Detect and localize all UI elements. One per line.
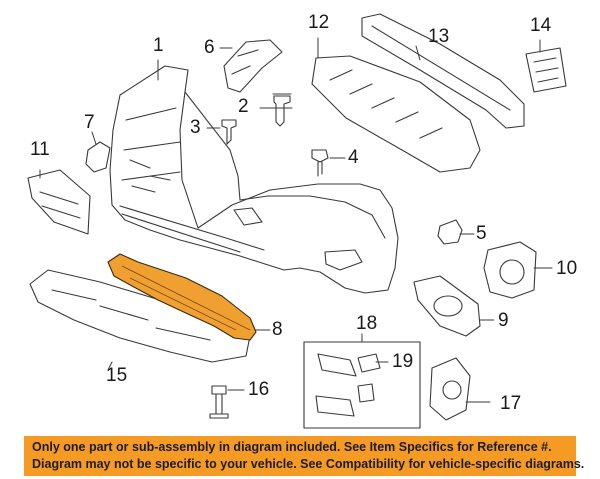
- callout-12: 12: [308, 12, 330, 33]
- bracket-part-5: [437, 219, 463, 245]
- reinforcement-part-13: [361, 13, 525, 129]
- group-box-part-18: [303, 341, 421, 429]
- bumper-cover-part: [109, 65, 399, 294]
- callout-9: 9: [498, 310, 509, 331]
- callout-18: 18: [356, 313, 378, 334]
- clip-part-2: [272, 93, 292, 127]
- bolt-part-16: [209, 385, 229, 419]
- pin-part-3: [221, 119, 237, 145]
- license-bracket-part-11: [27, 169, 91, 235]
- callout-2: 2: [238, 96, 249, 117]
- callout-6: 6: [204, 37, 215, 58]
- part-7: [85, 141, 111, 173]
- callout-1: 1: [153, 35, 164, 56]
- bracket-part-14: [525, 47, 567, 93]
- callout-13: 13: [428, 26, 450, 47]
- callout-3: 3: [190, 117, 201, 138]
- lower-cover-part-15: [29, 269, 251, 363]
- callout-5: 5: [476, 223, 487, 244]
- clip-part-4: [311, 149, 329, 177]
- callout-11: 11: [30, 139, 50, 160]
- callout-15: 15: [106, 365, 128, 386]
- disclaimer-banner: Only one part or sub-assembly in diagram…: [24, 436, 585, 476]
- leader-lines: [39, 37, 553, 403]
- absorber-part-12: [311, 55, 481, 173]
- disclaimer-line-2: Diagram may not be specific to your vehi…: [32, 457, 585, 471]
- bracket-part-6: [223, 39, 283, 93]
- callout-7: 7: [84, 112, 95, 133]
- part-19: [357, 353, 381, 373]
- callout-10: 10: [556, 258, 578, 279]
- callout-17: 17: [500, 393, 522, 414]
- sensor-part-17: [429, 357, 471, 421]
- callout-8: 8: [272, 319, 283, 340]
- disclaimer-line-1: Only one part or sub-assembly in diagram…: [32, 440, 552, 454]
- callout-14: 14: [530, 15, 552, 36]
- sensor-bracket-part-10: [483, 241, 537, 299]
- callout-4: 4: [348, 147, 359, 168]
- callout-16: 16: [248, 379, 270, 400]
- callout-19: 19: [392, 351, 414, 372]
- highlighted-part-8: [107, 253, 257, 341]
- fog-bezel-part-9: [413, 275, 481, 337]
